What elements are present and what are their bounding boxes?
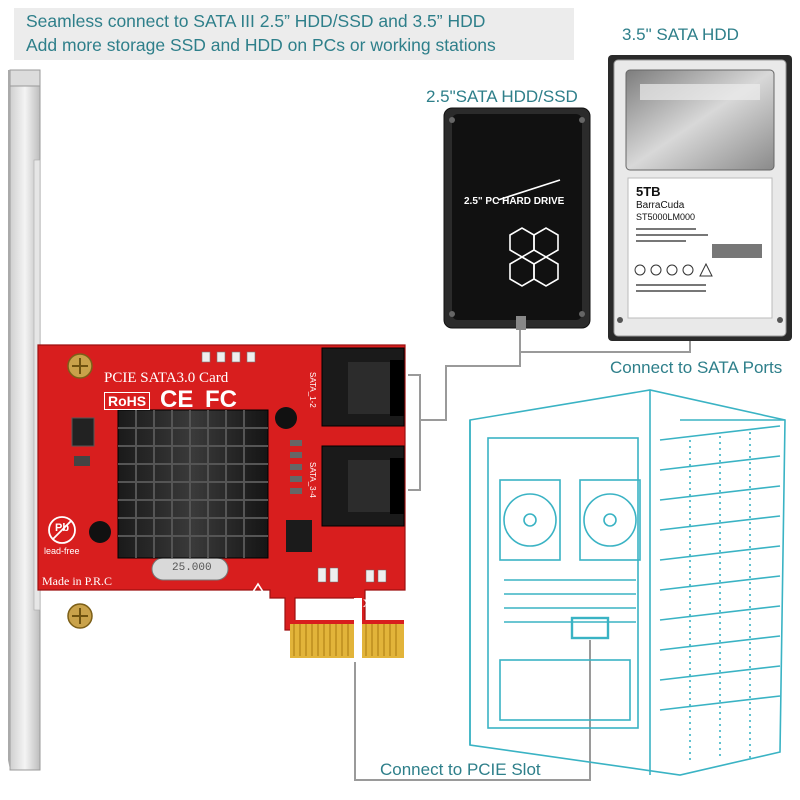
pcie-sata-card	[37, 344, 406, 658]
heatsink-pin-bottom	[89, 521, 111, 543]
pci-express-text: PCI-Express X1	[296, 596, 378, 610]
sata-port-1	[321, 347, 405, 427]
inductor	[71, 417, 95, 447]
hexagon-logo	[497, 179, 561, 287]
label-connect-sata: Connect to SATA Ports	[610, 358, 783, 377]
status-leds	[201, 351, 256, 363]
screw-bottom	[67, 603, 93, 629]
sata-port-label-1: SATA_1-2	[308, 372, 317, 408]
lead-free-symbol	[48, 516, 76, 544]
screw-top	[67, 353, 93, 379]
esd-warning-icon	[238, 582, 278, 613]
drive-part-number: ST5000LM000	[636, 212, 696, 222]
label-3-5-inch-hdd: 3.5" SATA HDD	[622, 25, 739, 44]
drive-capacity: 5TB	[636, 184, 661, 199]
pb-text: Pb	[55, 522, 70, 534]
fc-mark: FC	[205, 386, 237, 413]
hdd-2-5-inch	[443, 107, 591, 330]
heatsink-pin-top	[275, 407, 297, 429]
gold-fingers	[290, 620, 404, 658]
headline-line-1: Seamless connect to SATA III 2.5” HDD/SS…	[26, 11, 486, 31]
pcie-slot-target	[570, 616, 610, 640]
rohs-mark: RoHS	[104, 392, 151, 410]
drive-model-name: BarraCuda	[636, 200, 685, 211]
sata-port-2	[321, 445, 405, 527]
cpu-fan	[579, 479, 641, 561]
pc-tower-sketch	[469, 389, 786, 776]
label-2-5-inch-hdd-ssd: 2.5"SATA HDD/SSD	[426, 87, 578, 106]
case-fan-left	[499, 479, 561, 561]
sata-port-label-2: SATA_3-4	[308, 462, 317, 498]
pcie-bracket	[8, 69, 41, 771]
hdd-3-5-inch	[608, 55, 792, 341]
headline-line-2: Add more storage SSD and HDD on PCs or w…	[26, 35, 496, 55]
card-title: PCIE SATA3.0 Card	[104, 370, 229, 386]
flash-chip	[286, 520, 312, 552]
crystal-label: 25.000	[172, 562, 212, 574]
made-in-text: Made in P.R.C	[42, 574, 113, 588]
ce-mark: CE	[160, 386, 194, 413]
heatsink	[89, 407, 297, 559]
headline-banner: Seamless connect to SATA III 2.5” HDD/SS…	[14, 8, 574, 60]
label-connect-pcie: Connect to PCIE Slot	[380, 760, 541, 779]
drive-2-5-label: 2.5" PC HARD DRIVE	[464, 196, 565, 207]
lead-free-text: lead-free	[44, 546, 80, 556]
